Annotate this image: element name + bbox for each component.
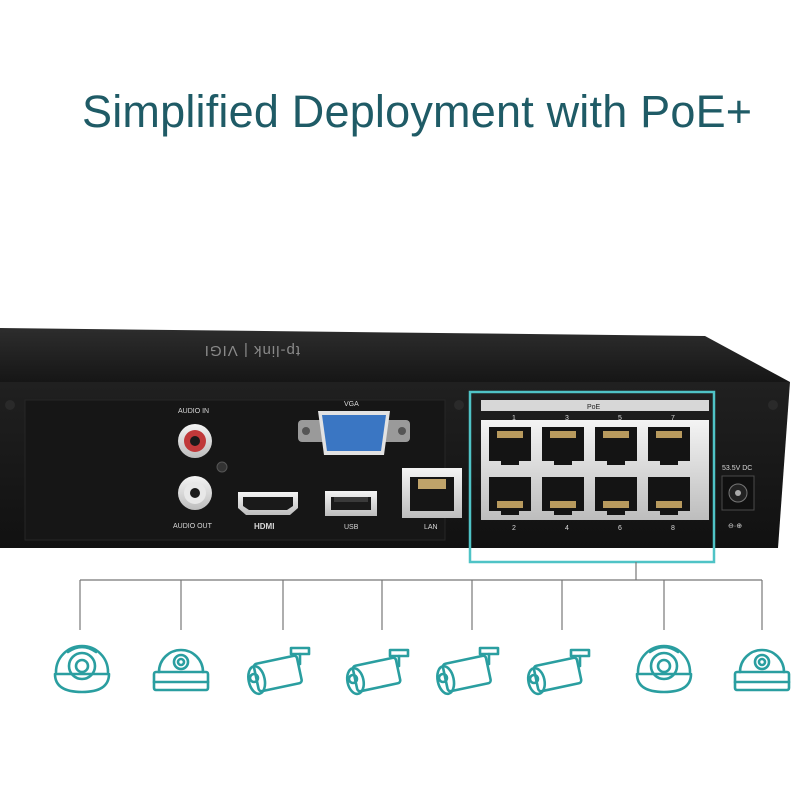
hdmi-label: HDMI bbox=[254, 522, 274, 531]
usb-label: USB bbox=[344, 524, 359, 531]
lan-label: LAN bbox=[424, 524, 438, 531]
dome-camera-icon bbox=[733, 648, 791, 692]
screw bbox=[5, 400, 15, 410]
poe-rj45-port bbox=[542, 477, 584, 515]
bullet-camera-icon bbox=[436, 646, 500, 696]
poe-rj45-port bbox=[489, 427, 531, 465]
poe-highlight-box bbox=[468, 390, 716, 564]
poe-port-number: 5 bbox=[618, 415, 622, 422]
poe-port-number: 3 bbox=[565, 415, 569, 422]
turret-camera-icon bbox=[635, 644, 693, 694]
poe-rj45-port bbox=[648, 477, 690, 515]
screw bbox=[454, 400, 464, 410]
poe-label: PoE bbox=[587, 404, 601, 411]
dc-power-port: 53.5V DC ⊖·⊕ bbox=[721, 465, 755, 530]
headline: Simplified Deployment with PoE+ bbox=[82, 86, 753, 137]
poe-rj45-port bbox=[595, 427, 637, 465]
dc-label: 53.5V DC bbox=[722, 465, 752, 472]
poe-rj45-port bbox=[648, 427, 690, 465]
audio-section: AUDIO IN AUDIO OUT bbox=[173, 408, 228, 530]
ground-screw bbox=[216, 461, 228, 473]
lan-port: LAN bbox=[402, 468, 462, 531]
brand-mark: tp-link | VIGI bbox=[204, 342, 300, 359]
hdmi-port: HDMI bbox=[238, 492, 298, 531]
connection-lines bbox=[79, 562, 763, 630]
usb-port: USB bbox=[325, 491, 377, 531]
dome-camera-icon bbox=[152, 648, 210, 692]
turret-camera-icon bbox=[53, 644, 111, 694]
poe-port-block: PoE 1 3 5 7 2 4 6 8 bbox=[481, 400, 709, 532]
vga-label: VGA bbox=[344, 401, 359, 408]
audio-out-label: AUDIO OUT bbox=[173, 523, 213, 530]
audio-in-label: AUDIO IN bbox=[178, 408, 209, 415]
vga-port: VGA bbox=[298, 401, 410, 455]
poe-port-number: 7 bbox=[671, 415, 675, 422]
poe-port-number: 4 bbox=[565, 525, 569, 532]
bullet-camera-icon bbox=[345, 648, 410, 696]
camera-row bbox=[53, 644, 791, 696]
screw bbox=[768, 400, 778, 410]
poe-rj45-port bbox=[542, 427, 584, 465]
poe-rj45-port bbox=[595, 477, 637, 515]
poe-rj45-port bbox=[489, 477, 531, 515]
nvr-top-panel bbox=[0, 328, 790, 382]
poe-port-number: 1 bbox=[512, 415, 516, 422]
bullet-camera-icon bbox=[526, 648, 591, 696]
polarity-icon: ⊖·⊕ bbox=[728, 523, 742, 530]
poe-port-number: 8 bbox=[671, 525, 675, 532]
poe-port-number: 2 bbox=[512, 525, 516, 532]
bullet-camera-icon bbox=[247, 646, 311, 696]
poe-port-number: 6 bbox=[618, 525, 622, 532]
